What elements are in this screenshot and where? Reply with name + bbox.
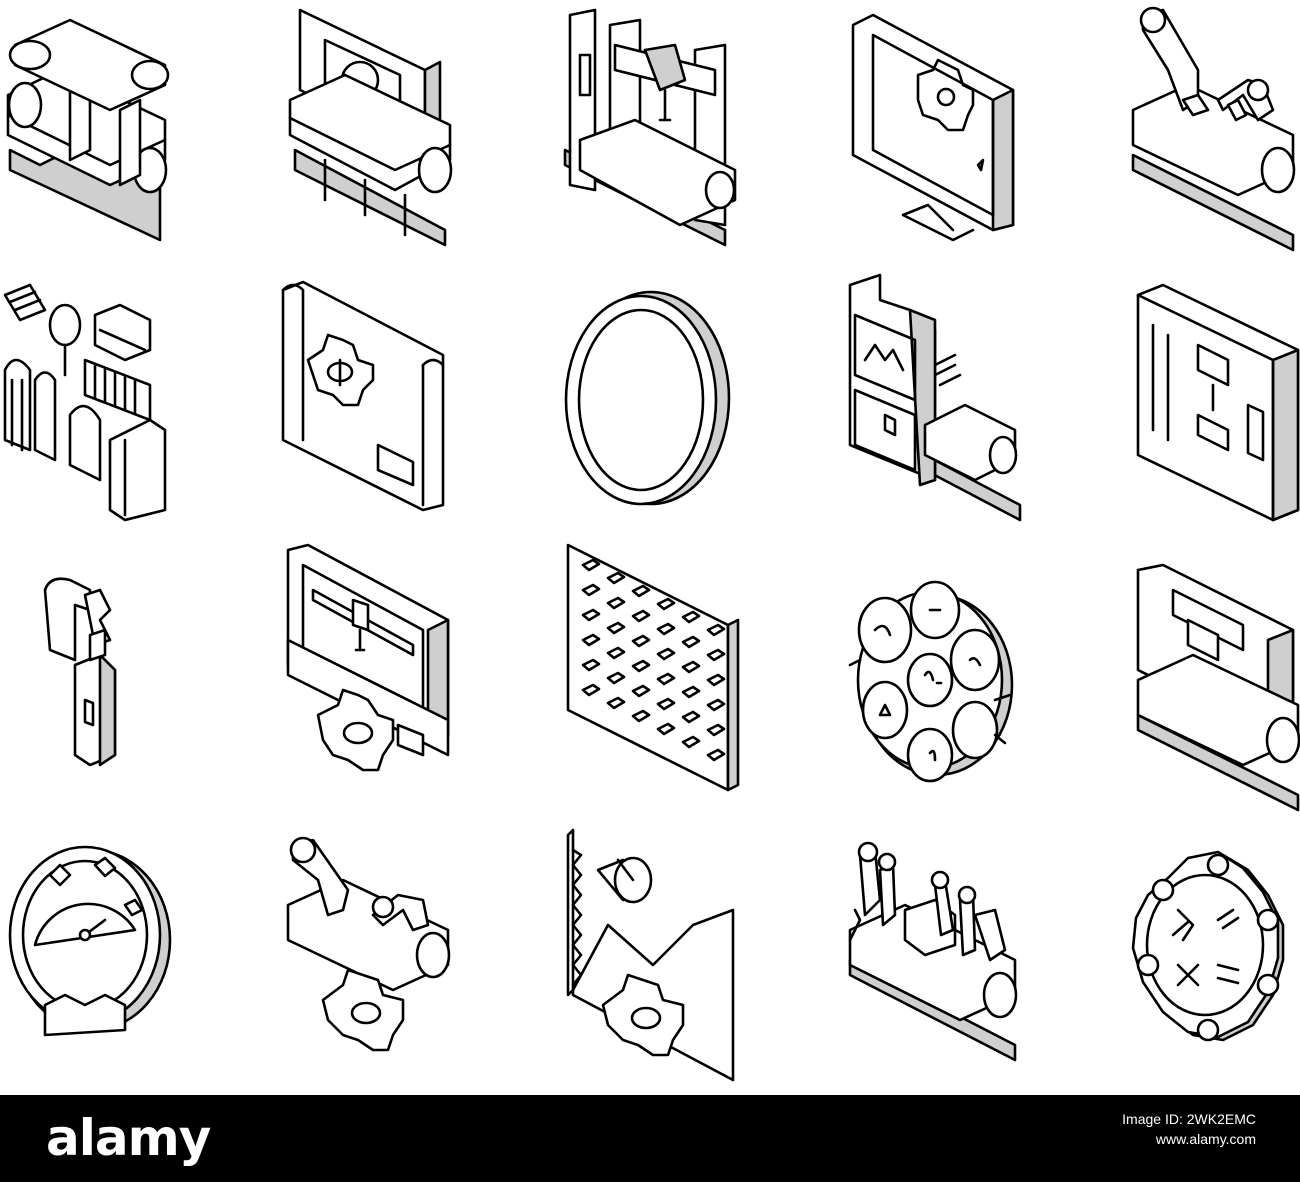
industrial-machine-icon xyxy=(1136,283,1300,522)
robot-arms-gear-icon xyxy=(286,836,451,1052)
icon-grid xyxy=(3,6,1300,1082)
robot-gripper-icon xyxy=(43,577,117,767)
alamy-logo: alamy xyxy=(46,1109,211,1167)
rotary-dial-icon xyxy=(848,580,1014,783)
laser-cutter-gear-icon xyxy=(286,543,450,772)
site-url: www.alamy.com xyxy=(1155,1131,1256,1147)
assembly-line-icon xyxy=(848,841,1018,1062)
robotic-arms-conveyor-icon xyxy=(1131,6,1296,252)
image-meta: Image ID: 2WK2EMC www.alamy.com xyxy=(1122,1109,1256,1149)
watermark-footer: alamy Image ID: 2WK2EMC www.alamy.com xyxy=(0,1095,1300,1182)
gear-symbols-icon xyxy=(1131,850,1285,1042)
monitor-gear-icon xyxy=(851,13,1015,242)
cnc-gantry-machine-icon xyxy=(563,8,737,247)
conveyor-screen-icon xyxy=(288,8,453,247)
ring-icon xyxy=(564,290,731,506)
production-workers-icon xyxy=(3,283,167,522)
factory-gear-icon xyxy=(566,828,735,1082)
image-id-label: Image ID: 2WK2EMC xyxy=(1122,1111,1256,1127)
panel-grid-icon xyxy=(566,543,740,792)
cabinet-conveyor-icon xyxy=(848,273,1022,522)
blueprint-gear-icon xyxy=(281,280,445,512)
conveyor-press-icon xyxy=(6,18,170,242)
gauge-icon xyxy=(8,845,172,1037)
press-machine-conveyor-icon xyxy=(1136,563,1300,812)
